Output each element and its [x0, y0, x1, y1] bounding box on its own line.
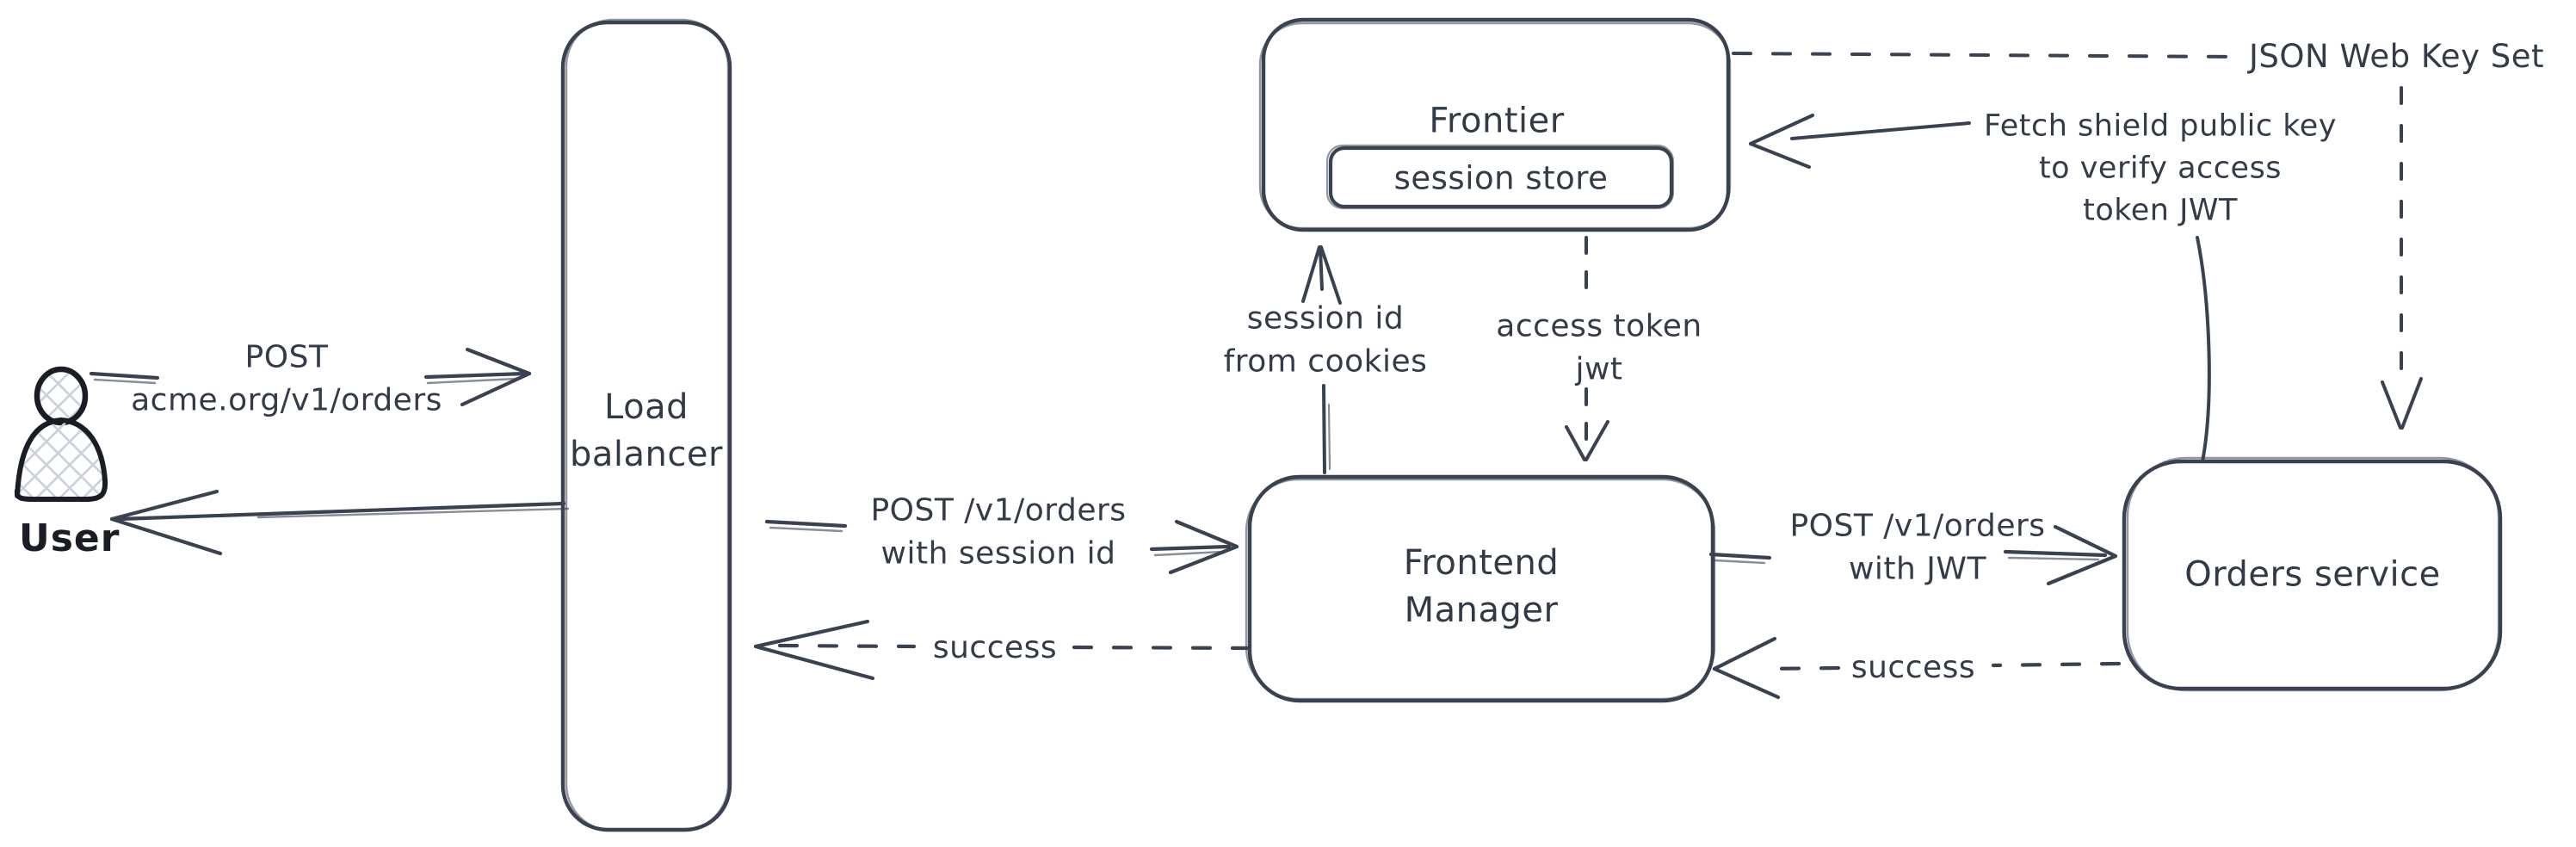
edge-label-post-session-id: POST /v1/orders with session id: [870, 492, 1127, 571]
node-orders-service-box: [2122, 456, 2503, 692]
node-frontend-manager-box: [1245, 474, 1716, 703]
session-store-label: session store: [1393, 159, 1609, 197]
arrow-fm-to-lb-success: [753, 619, 1252, 681]
node-load-balancer-box: [560, 18, 732, 832]
arrow-fm-to-orders: [1708, 524, 2118, 586]
frontier-label: Frontier: [1429, 101, 1565, 141]
load-balancer-label: Load balancer: [570, 386, 723, 474]
node-frontier-box: [1258, 17, 1732, 232]
edge-label-success-lb: success: [932, 630, 1058, 666]
arrow-orders-to-fm-success: [1712, 636, 2122, 700]
edge-label-post-acme: POST acme.org/v1/orders: [131, 339, 442, 417]
edge-label-session-id-cookies: session id from cookies: [1223, 300, 1428, 379]
edge-label-success-orders: success: [1850, 650, 1976, 686]
edge-label-fetch-shield-key: Fetch shield public key to verify access…: [1984, 108, 2337, 228]
arrow-lb-to-user: [109, 489, 570, 556]
frontend-manager-label: Frontend Manager: [1403, 542, 1560, 630]
arrow-orders-to-frontier-fetch: [1749, 114, 2211, 463]
orders-service-label: Orders service: [2184, 554, 2441, 595]
arrow-user-to-lb: [89, 347, 532, 407]
arrow-frontier-jwks: [1732, 52, 2423, 430]
edge-label-access-token-jwt: access token jwt: [1496, 308, 1702, 386]
arrow-frontier-to-fm-token: [1565, 236, 1609, 461]
node-session-store-box: [1325, 144, 1675, 210]
user-icon: [14, 366, 108, 502]
arrow-fm-to-frontier-session: [1301, 245, 1342, 474]
edge-label-json-web-key-set: JSON Web Key Set: [2249, 38, 2544, 75]
arrow-lb-to-fm: [764, 519, 1239, 575]
user-label: User: [19, 516, 120, 560]
edge-label-post-jwt: POST /v1/orders with JWT: [1789, 508, 2046, 586]
